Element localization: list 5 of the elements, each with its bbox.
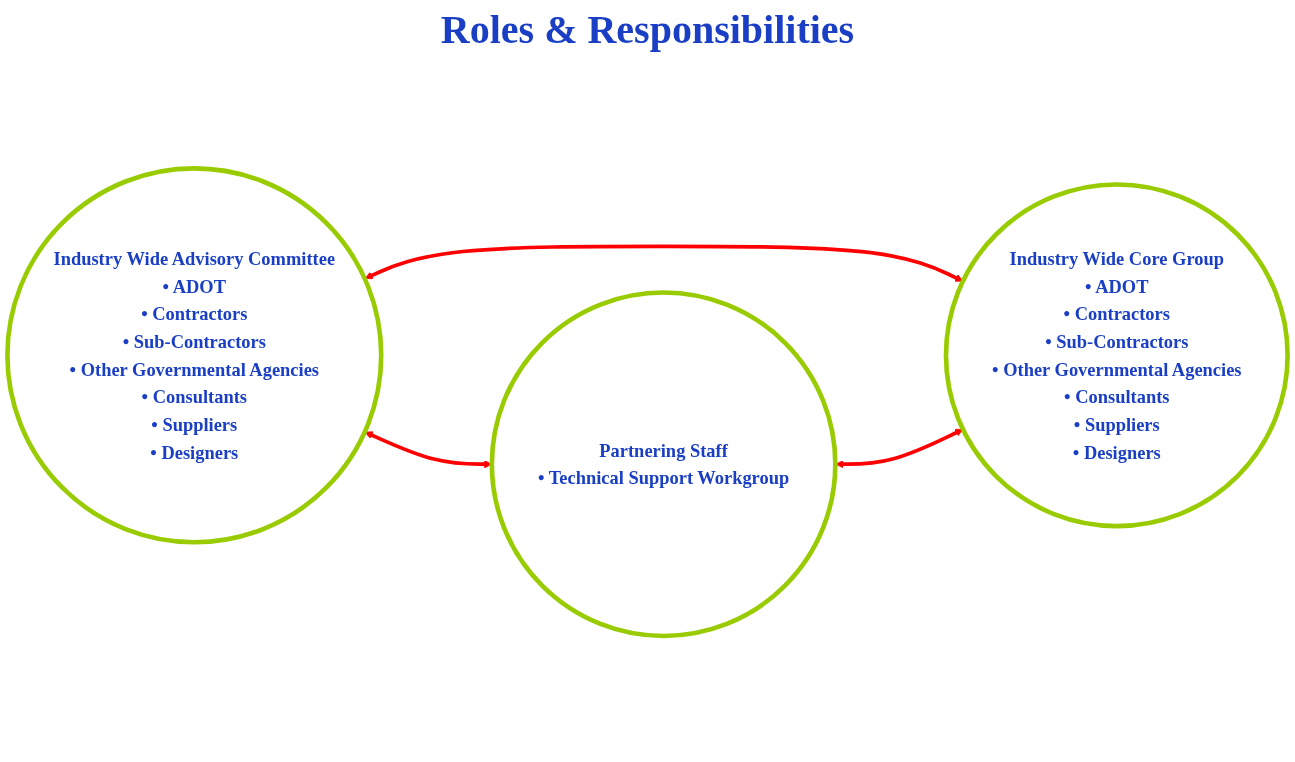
node-circle: Industry Wide Advisory Committee • ADOT • Contractors • Sub-Contractors • Other Governmental Agencies • Consultants • Suppliers • Designers xyxy=(5,165,384,545)
arrow xyxy=(364,244,964,282)
node-circle: Industry Wide Core Group • ADOT • Contractors • Sub-Contractors • Other Governmental Agencies • Consultants • Suppliers • Designers xyxy=(943,182,1290,529)
node-circle: Partnering Staff • Technical Support Workgroup xyxy=(489,290,838,639)
title: Roles & Responsibilities xyxy=(439,6,856,53)
